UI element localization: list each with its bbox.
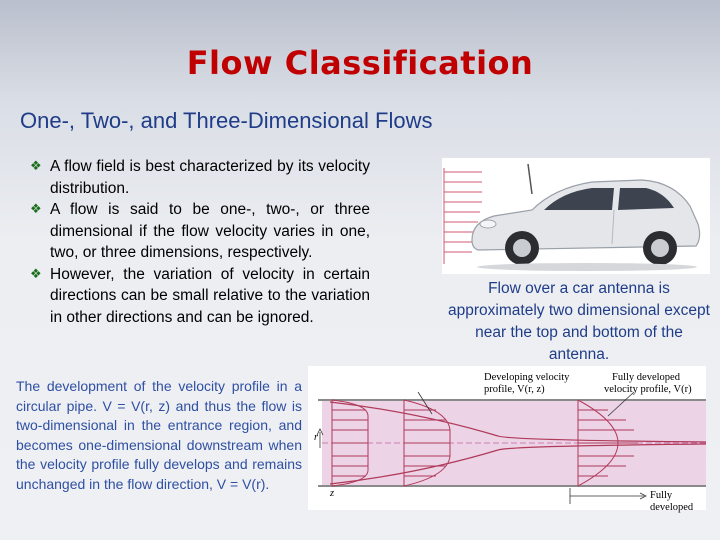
car-illustration [443,163,701,271]
diamond-bullet-icon: ❖ [30,159,42,174]
developed-profile-label-line1: Fully developed [612,372,680,383]
car-image [442,158,710,274]
slide-title: Flow Classification [186,44,534,82]
pipe-diagram [316,391,707,504]
developing-profile-label-line2: profile, V(r, z) [484,384,545,395]
fully-developed-label: Fully developed [650,490,694,513]
bullet-item: ❖ A flow is said to be one-, two-, or th… [28,199,370,264]
bullet-text: A flow field is best characterized by it… [50,158,370,197]
boundary-layer-bottom [329,443,707,485]
developing-profiles [331,399,451,487]
pipe-velocity-figure: Developing velocity profile, V(r, z) Ful… [308,366,707,513]
bullet-item: ❖ However, the variation of velocity in … [28,264,370,329]
bullet-text: However, the variation of velocity in ce… [50,265,370,326]
diamond-bullet-icon: ❖ [30,202,42,217]
developed-profiles [577,399,638,487]
diamond-bullet-icon: ❖ [30,266,42,282]
bullet-item: ❖ A flow field is best characterized by … [28,156,370,199]
axis-r-label: r [314,432,319,443]
car-antenna-caption: Flow over a car antenna is approximately… [448,280,710,363]
developing-profile-label-line1: Developing velocity [484,372,570,383]
pipe-flow-caption: The development of the velocity profile … [16,378,302,492]
boundary-layer-top [329,401,707,443]
bullet-list: ❖ A flow field is best characterized by … [28,156,370,328]
bullet-text: A flow is said to be one-, two-, or thre… [50,201,370,261]
axis-z-label: z [330,488,335,499]
developed-profile-label-line2: velocity profile, V(r) [604,384,692,395]
streamlines [443,168,482,264]
slide-subtitle: One-, Two-, and Three-Dimensional Flows [20,108,433,133]
